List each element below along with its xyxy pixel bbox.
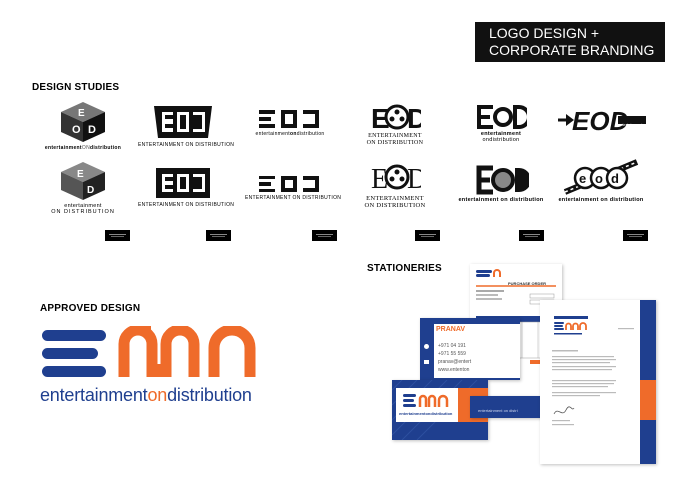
card-logo-text: entertainmentondistribution <box>399 411 453 416</box>
card-name: PRANAV <box>436 326 466 333</box>
header-line-1: LOGO DESIGN + <box>489 25 600 41</box>
business-card-back: PRANAV +971 04 191 +971 55 559 pranav@en… <box>420 318 520 380</box>
svg-text:E: E <box>371 164 388 194</box>
box-logo-alt-icon <box>156 168 210 198</box>
cube-logo-icon: O D E <box>61 102 105 142</box>
cube-logo-alt-icon: E D <box>61 162 105 200</box>
card-website: www.ententon <box>438 367 470 373</box>
header-banner: LOGO DESIGN + CORPORATE BRANDING <box>475 22 665 62</box>
study-1-2: ENTERTAINMENT ON DISTRIBUTION <box>138 104 235 164</box>
letterhead-footer-strip: entertainment on distri <box>470 396 550 418</box>
card-email: pranav@entert <box>438 359 472 365</box>
study-thumbnail <box>206 230 231 241</box>
reel-logo-icon: E D <box>371 103 421 132</box>
design-studies-title: DESIGN STUDIES <box>32 82 120 93</box>
svg-text:D: D <box>88 124 96 136</box>
study-2-6: e o d entertainment on distribution <box>556 158 646 218</box>
study-caption: ENTERTAINMENT ON DISTRIBUTION <box>245 195 342 201</box>
study-thumbnail <box>105 230 130 241</box>
svg-text:E: E <box>371 103 390 132</box>
svg-text:d: d <box>611 171 619 186</box>
study-thumbnail <box>312 230 337 241</box>
study-1-1: O D E entertainmentONdistribution <box>38 100 128 160</box>
eod-shadow-logo-icon <box>476 165 529 195</box>
bars-logo-alt-icon <box>259 176 319 192</box>
study-1-6: EOD entertainment <box>556 106 646 166</box>
film-eod-logo-icon: EOD <box>558 106 646 134</box>
svg-text:D: D <box>87 185 94 196</box>
card-phone-1: +971 04 191 <box>438 343 466 349</box>
eod-outline-logo-icon <box>477 105 527 129</box>
card-logo-icon <box>403 394 449 407</box>
letterhead-sheet <box>540 300 656 464</box>
bars-logo-icon <box>259 110 319 128</box>
study-caption: entertainmentondistribution <box>255 131 325 137</box>
study-thumbnail <box>519 230 544 241</box>
study-caption: ENTERTAINMENT ON DISTRIBUTION <box>138 202 235 208</box>
svg-text:e: e <box>579 171 586 186</box>
approved-logo-wordmark: entertainmentondistribution <box>40 385 252 405</box>
study-thumbnail <box>623 230 648 241</box>
svg-text:O: O <box>72 124 81 136</box>
purchase-order-heading: PURCHASE ORDER <box>508 281 547 286</box>
svg-text:E: E <box>78 108 85 119</box>
mail-icon <box>424 360 429 364</box>
study-caption: ENTERTAINMENT ON DISTRIBUTION <box>138 142 235 148</box>
study-caption: entertainment on distribution <box>458 197 544 203</box>
study-caption: entertainment <box>618 122 643 127</box>
study-thumbnail <box>415 230 440 241</box>
approved-design-title: APPROVED DESIGN <box>40 303 141 314</box>
approved-logo-mark-icon <box>42 326 256 377</box>
film-strip-eod-logo-icon: e o d <box>563 159 639 195</box>
study-caption: entertainment on distribution <box>558 197 644 203</box>
box-logo-icon <box>154 106 212 138</box>
header-line-2: CORPORATE BRANDING <box>489 42 655 58</box>
study-1-3: entertainmentondistribution <box>245 108 335 168</box>
study-2-3: ENTERTAINMENT ON DISTRIBUTION <box>245 174 342 234</box>
card-panel <box>434 324 520 378</box>
svg-text:E: E <box>77 169 84 180</box>
reel-logo-alt-icon: E D <box>371 164 421 194</box>
stationeries-title: STATIONERIES <box>367 263 442 274</box>
letterhead-graphic <box>552 300 656 464</box>
svg-text:D: D <box>407 164 421 194</box>
footer-text: entertainment on distri <box>478 408 518 413</box>
study-2-2: ENTERTAINMENT ON DISTRIBUTION <box>138 166 235 226</box>
svg-text:o: o <box>595 171 603 186</box>
study-caption: entertainmentONdistribution <box>44 145 122 151</box>
study-2-5: entertainment on distribution <box>456 162 546 222</box>
card-phone-2: +971 55 559 <box>438 351 466 357</box>
svg-text:D: D <box>407 103 421 132</box>
business-card-front: entertainmentondistribution <box>392 380 488 440</box>
phone-icon <box>424 344 429 349</box>
